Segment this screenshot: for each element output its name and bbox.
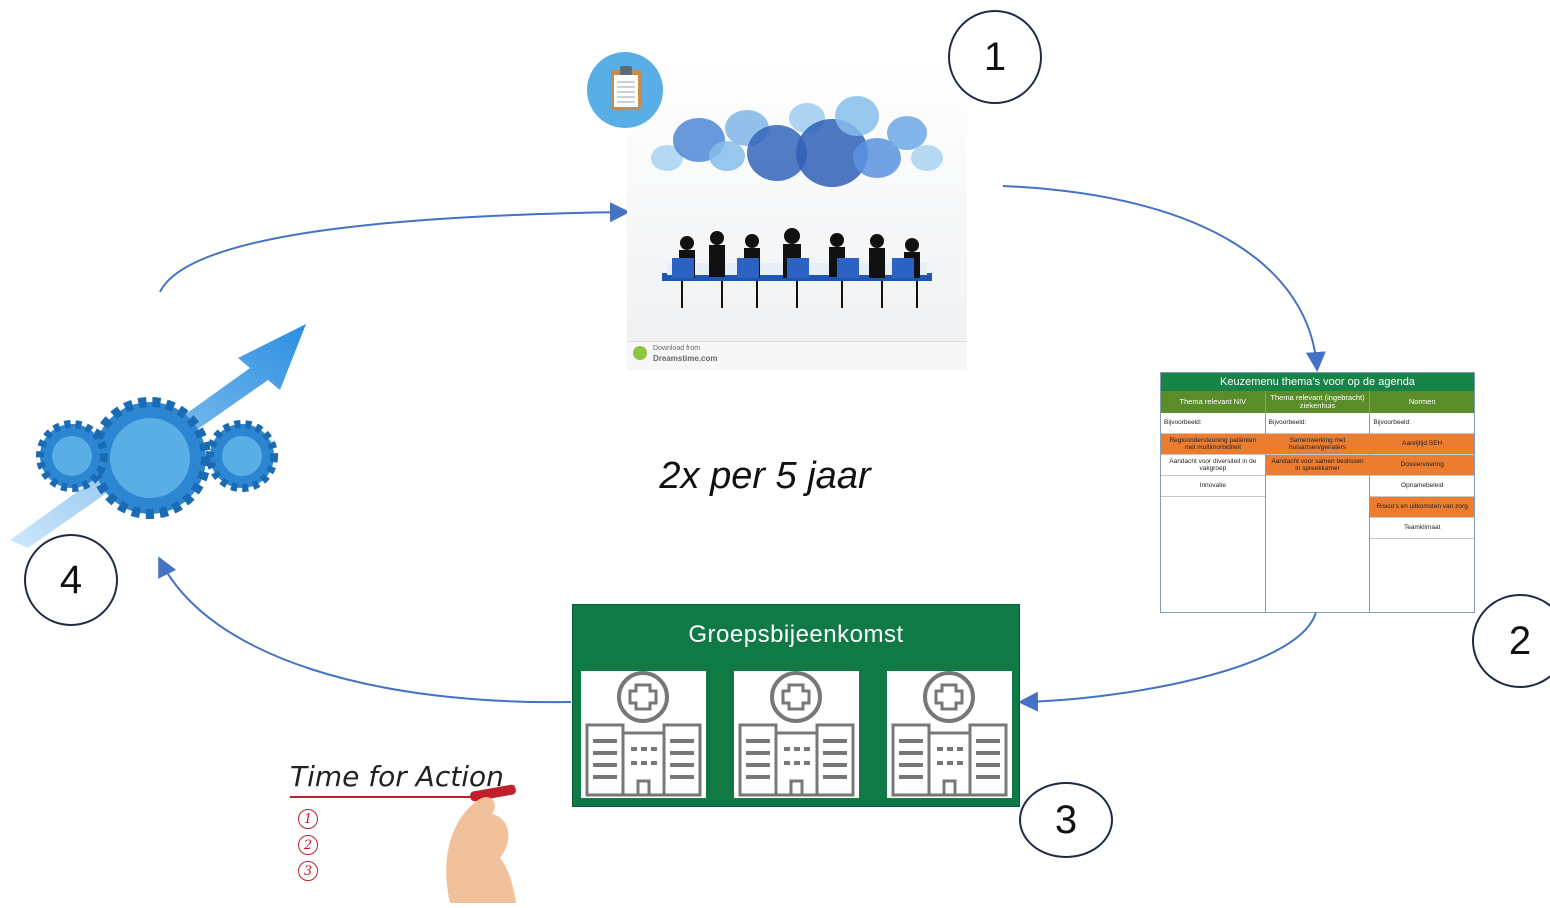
theme-item: Aanrijtijd SEH — [1370, 434, 1475, 455]
meeting-illustration: Download from Dreamstime.com — [627, 58, 967, 370]
column-lead: Bijvoorbeeld: — [1161, 413, 1265, 434]
time-for-action-title: Time for Action — [290, 760, 504, 793]
agenda-theme-table: Keuzemenu thema’s voor op de agenda Them… — [1160, 372, 1475, 613]
column-lead: Bijvoorbeeld: — [1265, 413, 1370, 434]
column-header: Thema relevant (ingebracht) ziekenhuis — [1265, 391, 1370, 413]
step-4-marker: 4 — [24, 534, 118, 626]
agenda-column-hospital: Thema relevant (ingebracht) ziekenhuis B… — [1265, 391, 1371, 612]
theme-item: Samenwerking met huisartsen/geriaters — [1265, 434, 1370, 455]
people-silhouettes — [662, 228, 932, 308]
theme-item: Aandacht voor diversiteit in de vakgroep — [1161, 455, 1265, 476]
step-3-marker: 3 — [1019, 782, 1113, 858]
theme-item: Opnamebeleid — [1370, 476, 1475, 497]
action-underline — [290, 796, 490, 798]
theme-item: Innovatie — [1161, 476, 1265, 497]
gears-growth-icon — [10, 318, 310, 548]
group-meeting-label: Groepsbijeenkomst — [688, 621, 904, 648]
hospital-icon — [734, 671, 859, 798]
arrow-4-to-1 — [159, 202, 630, 293]
theme-item: Dossiervoering — [1370, 455, 1475, 476]
column-lead: Bijvoorbeeld: — [1370, 413, 1475, 434]
agenda-column-niv: Thema relevant NIV Bijvoorbeeld: Regioon… — [1161, 391, 1266, 612]
theme-item: Aandacht voor samen beslissen in spreekk… — [1265, 455, 1370, 476]
theme-item: Regioondersteuning patiënten met multimo… — [1161, 434, 1265, 455]
arrow-3-to-4 — [158, 556, 572, 704]
column-header: Thema relevant NIV — [1161, 391, 1265, 413]
hospital-icon — [887, 671, 1012, 798]
theme-item: Risico’s en uitkomsten van zorg — [1370, 497, 1475, 518]
hospital-icon — [581, 671, 706, 798]
action-number: 1 — [298, 809, 318, 829]
watermark-footer: Download from Dreamstime.com — [627, 341, 967, 370]
arrow-1-to-2 — [1002, 185, 1326, 372]
speech-bubbles — [651, 96, 943, 187]
action-number: 3 — [298, 861, 318, 881]
clipboard-icon — [587, 52, 663, 128]
hand-marker-icon — [430, 780, 530, 903]
step-2-marker: 2 — [1472, 594, 1550, 688]
agenda-title: Keuzemenu thema’s voor op de agenda — [1161, 373, 1474, 391]
step-1-marker: 1 — [948, 10, 1042, 104]
frequency-label: 2x per 5 jaar — [659, 455, 871, 497]
watermark-line2: Dreamstime.com — [653, 354, 718, 363]
arrow-2-to-3 — [1018, 611, 1317, 712]
action-number: 2 — [298, 835, 318, 855]
column-header: Normen — [1370, 391, 1475, 413]
watermark-line1: Download from — [653, 345, 701, 352]
agenda-column-norms: Normen Bijvoorbeeld: Aanrijtijd SEH Doss… — [1370, 391, 1475, 612]
theme-item: Teamklimaat — [1370, 518, 1475, 539]
group-meeting-box: Groepsbijeenkomst — [572, 604, 1020, 807]
